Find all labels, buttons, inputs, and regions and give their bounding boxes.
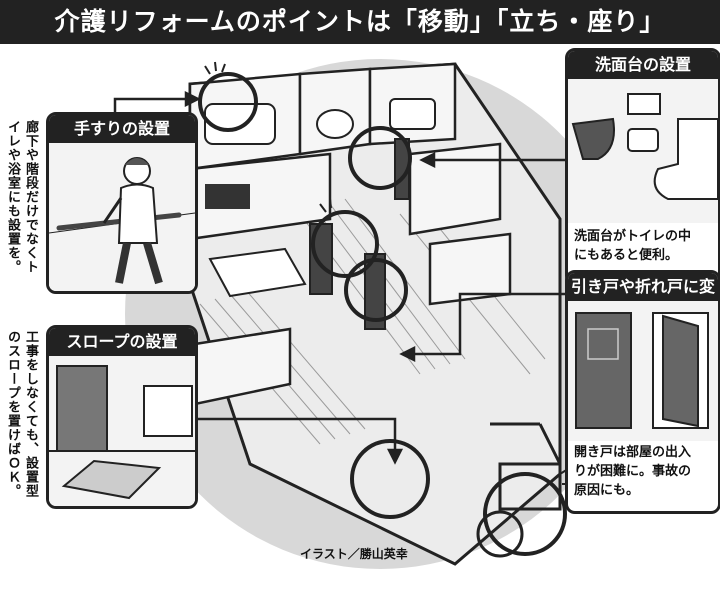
washbasin-caption-line1: 洗面台がトイレの中	[574, 229, 692, 244]
panel-slope: スロープの設置	[46, 325, 198, 509]
handrail-note-line2: イレや浴室にも設置を。	[5, 120, 20, 274]
panel-door-label: 引き戸や折れ戸に変更	[568, 273, 718, 324]
slope-note-line1: 工事をしなくても、設置型	[23, 330, 38, 498]
bedroom-wardrobe	[408, 142, 502, 236]
spot-circle-door	[344, 258, 408, 322]
leader-slope	[190, 417, 397, 454]
door-caption-line2: りが困難に。事故の	[574, 464, 692, 479]
handrail-note-line1: 廊下や階段だけでなくト	[23, 120, 38, 274]
panel-door: 引き戸や折れ戸に変更 開き戸は部屋の出入 りが困難に。事故の 原因にも。	[565, 270, 720, 514]
illustration-credit: イラスト／勝山英幸	[300, 547, 408, 561]
slope-note: 工事をしなくても、設置型 のスロープを置けばＯＫ。	[3, 330, 39, 520]
dining-table	[208, 247, 307, 298]
panel-handrail: 手すりの設置	[46, 112, 198, 294]
slope-note-line2: のスロープを置けばＯＫ。	[5, 330, 20, 498]
door-illustration	[568, 301, 718, 441]
swing-door	[575, 312, 632, 429]
panel-handrail-label: 手すりの設置	[49, 115, 195, 143]
handrail-note: 廊下や階段だけでなくト イレや浴室にも設置を。	[3, 120, 39, 290]
washbasin-caption: 洗面台がトイレの中 にもあると便利。	[574, 227, 691, 265]
spot-circle-slope	[350, 439, 430, 519]
washbasin-fixture	[571, 117, 615, 160]
spot-circle-wall-handrail	[311, 210, 379, 278]
spot-circle-wheelchair	[483, 472, 567, 556]
handrail-person-illustration	[49, 143, 195, 291]
slope-illustration	[49, 356, 195, 506]
panel-slope-label: スロープの設置	[49, 328, 195, 356]
panel-washbasin: 洗面台の設置 洗面台がトイレの中 にもあると便利。	[565, 48, 720, 286]
page-title: 介護リフォームのポイントは「移動」「立ち・座り」	[0, 0, 720, 44]
washbasin-caption-line2: にもあると便利。	[574, 248, 679, 263]
panel-washbasin-label: 洗面台の設置	[568, 51, 718, 79]
leader-door	[410, 292, 565, 356]
washbasin-toilet-illustration	[568, 79, 718, 223]
spot-circle-bath-handrail	[198, 72, 258, 132]
sink-fixture	[389, 98, 436, 130]
spot-circle-toilet-sink	[348, 126, 412, 190]
toilet-bowl	[653, 118, 718, 200]
toilet-fixture	[316, 109, 354, 139]
door-caption-line3: 原因にも。	[574, 483, 640, 498]
door-caption: 開き戸は部屋の出入 りが困難に。事故の 原因にも。	[574, 443, 691, 500]
portable-slope	[61, 459, 162, 500]
house-floorplan-illustration	[113, 59, 635, 569]
bathtub	[204, 103, 276, 145]
wheelchair	[476, 422, 562, 558]
door-caption-line1: 開き戸は部屋の出入	[574, 445, 692, 460]
stove	[205, 184, 250, 209]
